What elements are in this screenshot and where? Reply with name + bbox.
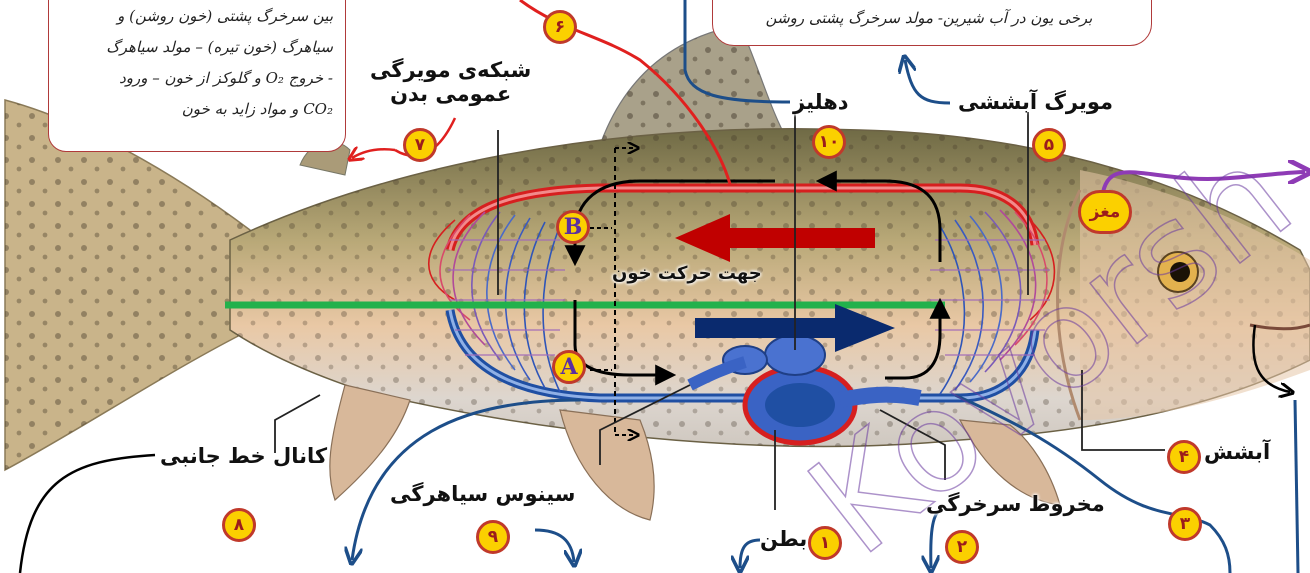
label-systemic-capillaries: شبکه‌ی مویرگی عمومی بدن [370,58,531,106]
label-gill: آبشش [1204,440,1270,464]
label-ventricle: بطن [760,527,807,551]
badge-6: ۶ [543,10,577,44]
badge-7: ۷ [403,128,437,162]
leader-9 [535,530,574,562]
label-atrium: دهلیز [793,90,849,114]
badge-10: ۱۰ [812,125,846,159]
badge-5: ۵ [1032,128,1066,162]
leader-right [1295,400,1298,573]
label-gill-capillaries: مویرگ آبششی [958,90,1113,114]
badge-1: ۱ [808,526,842,560]
leader-5 [905,60,950,103]
badge-3: ۳ [1168,507,1202,541]
note-systemic-line-4: CO₂ و مواد زاید به خون [57,94,333,125]
note-systemic-line-2: سیاهرگ (خون تیره) – مولد سیاهرگ [57,32,333,63]
leader-8 [20,455,155,573]
badge-4: ۴ [1167,440,1201,474]
note-gill-text: برخی یون در آب شیرین- مولد سرخرگ پشتی رو… [721,3,1137,34]
label-conus-arteriosus: مخروط سرخرگی [926,492,1105,516]
badge-2: ۲ [945,530,979,564]
badge-brain: مغز [1078,190,1132,234]
label-venous-sinus: سینوس سیاهرگی [390,482,575,506]
badge-B: B [556,210,590,244]
leader-1 [740,540,760,568]
note-systemic: بین سرخرگ پشتی (خون روشن) و سیاهرگ (خون … [48,0,346,152]
note-gill: برخی یون در آب شیرین- مولد سرخرگ پشتی رو… [712,0,1152,46]
label-flow-direction: جهت حرکت خون [612,264,762,285]
note-systemic-line-3: - خروج O₂ و گلوکز از خون – ورود [57,63,333,94]
badge-9: ۹ [476,520,510,554]
label-lateral-line: کانال خط جانبی [160,444,327,468]
badge-A: A [552,350,586,384]
badge-8: ۸ [222,508,256,542]
note-systemic-line-1: بین سرخرگ پشتی (خون روشن) و [57,1,333,32]
